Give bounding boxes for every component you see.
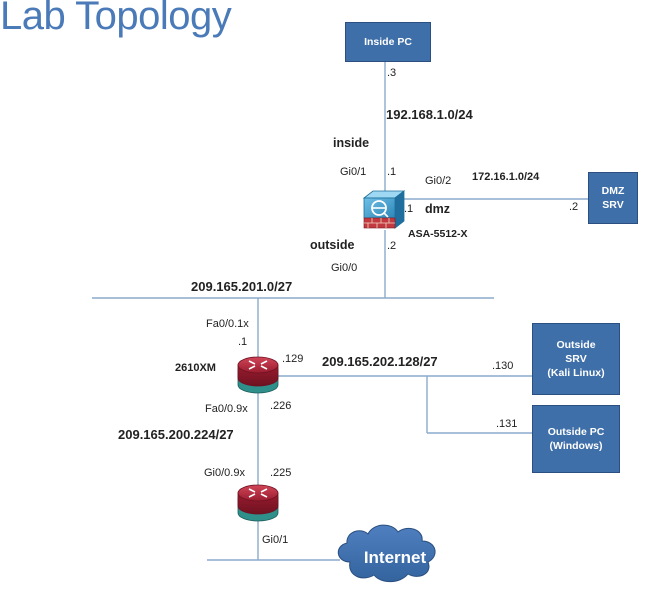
outside-srv-label-line1: Outside <box>556 339 596 351</box>
router-2610xm-label: 2610XM <box>175 362 216 374</box>
if-asa-dmz: Gi0/2 <box>425 175 452 187</box>
outside-pc-label-line2: (Windows) <box>549 440 603 452</box>
internet-cloud-icon[interactable] <box>337 524 436 583</box>
internet-label: Internet <box>363 548 427 567</box>
host-r1-wan: .226 <box>270 400 292 412</box>
if-r2-lower: Gi0/1 <box>262 534 289 546</box>
host-outside-srv: .130 <box>492 360 514 372</box>
router-edge-icon[interactable] <box>237 484 279 522</box>
inside-pc-label: Inside PC <box>364 36 412 48</box>
asa-model-label: ASA-5512-X <box>408 228 468 240</box>
host-outside-pc: .131 <box>496 418 518 430</box>
if-asa-outside: Gi0/0 <box>331 262 358 274</box>
host-asa-inside: .1 <box>387 166 397 178</box>
zone-dmz: dmz <box>425 202 450 216</box>
links <box>92 60 588 561</box>
host-asa-outside: .2 <box>387 240 397 252</box>
dmz-srv-label-line1: DMZ <box>601 185 625 197</box>
host-inside-pc: .3 <box>387 67 397 79</box>
if-r1-lower: Fa0/0.9x <box>205 403 248 415</box>
network-router-lan: 209.165.202.128/27 <box>322 354 438 369</box>
zone-inside: inside <box>333 136 370 150</box>
host-dmz-srv: .2 <box>569 201 579 213</box>
outside-srv-box[interactable]: Outside SRV (Kali Linux) <box>532 323 620 395</box>
outside-srv-label-line3: (Kali Linux) <box>547 367 605 379</box>
network-outside: 209.165.201.0/27 <box>191 279 293 294</box>
network-dmz: 172.16.1.0/24 <box>472 171 540 183</box>
outside-pc-box[interactable]: Outside PC (Windows) <box>532 405 620 473</box>
dmz-srv-label-line2: SRV <box>602 199 624 211</box>
outside-pc-label-line1: Outside PC <box>547 426 605 438</box>
host-asa-dmz: .1 <box>404 203 414 215</box>
if-r1-upper: Fa0/0.1x <box>206 318 249 330</box>
host-r1-outside: .1 <box>238 336 248 348</box>
inside-pc-box[interactable]: Inside PC <box>345 22 431 62</box>
network-inside: 192.168.1.0/24 <box>386 107 473 122</box>
outside-srv-label-line2: SRV <box>565 353 587 365</box>
network-router-wan: 209.165.200.224/27 <box>118 427 234 442</box>
asa-firewall-icon[interactable] <box>362 190 406 229</box>
dmz-srv-box[interactable]: DMZ SRV <box>588 172 638 224</box>
zone-outside: outside <box>310 238 355 252</box>
host-r2-wan: .225 <box>270 467 292 479</box>
if-asa-inside: Gi0/1 <box>340 166 367 178</box>
if-r2-upper: Gi0/0.9x <box>204 467 245 479</box>
page-title: Lab Topology <box>0 0 232 38</box>
host-r1-lan: .129 <box>282 353 304 365</box>
router-2610xm-icon[interactable] <box>237 356 279 394</box>
